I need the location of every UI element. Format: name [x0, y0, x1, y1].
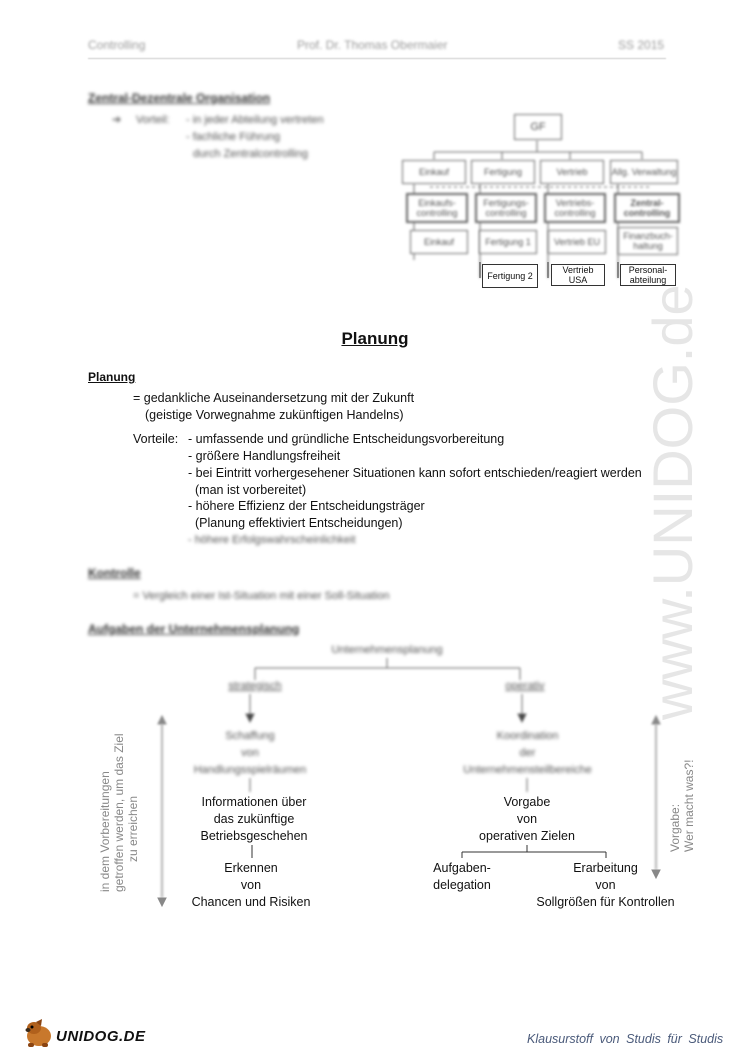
right-info: Vorgabe von operativen Zielen [457, 794, 597, 845]
org-box-einkauf: Einkauf [402, 160, 466, 184]
zentral-line-2: - fachliche Führung [186, 131, 281, 143]
right-info-line-2: von [516, 812, 538, 826]
planung-title: Planung [88, 370, 136, 384]
aufgaben-title: Aufgaben der Unternehmensplanung [88, 622, 300, 636]
org-box-verwaltung: Allg. Verwaltung [610, 160, 678, 184]
right-result-left-line-2: delegation [433, 878, 491, 892]
left-result-line-3: Chancen und Risiken [191, 895, 311, 909]
header-rule [88, 58, 666, 59]
vorteil-item-2: - größere Handlungsfreiheit [188, 449, 341, 463]
org-box-gf: GF [514, 114, 562, 140]
org-box-finanzbuchhaltung: Finanzbuch-haltung [618, 227, 678, 255]
right-info-line-1: Vorgabe [503, 795, 551, 809]
planung-def-1: = gedankliche Auseinandersetzung mit der… [133, 391, 415, 405]
vorteil-item-1: - umfassende und gründliche Entscheidung… [188, 432, 505, 446]
org-box-vertrieb: Vertrieb [540, 160, 604, 184]
left-info-line-3: Betriebsgeschehen [200, 829, 308, 843]
zentral-title: Zentral-Dezentrale Organisation [88, 91, 271, 105]
org-box-fertigung: Fertigung [471, 160, 535, 184]
vorteil-item-3b: (man ist vorbereitet) [195, 483, 307, 497]
org-box-zentralcontrolling: Zentral-controlling [614, 193, 680, 223]
header-center: Prof. Dr. Thomas Obermaier [297, 38, 448, 52]
aufgaben-root: Unternehmensplanung [331, 644, 443, 656]
header-right: SS 2015 [618, 38, 665, 52]
left-info: Informationen über das zukünftige Betrie… [174, 794, 334, 845]
vorteil-item-4b: (Planung effektiviert Entscheidungen) [195, 516, 403, 530]
left-box-line-3: Handlungsspielräumen [193, 764, 307, 776]
org-box-einkauf-2: Einkauf [410, 230, 468, 254]
left-result-line-1: Erkennen [224, 861, 278, 875]
right-vertical-line-2: Wer macht was?! [682, 759, 696, 852]
kontrolle-title: Kontrolle [88, 566, 141, 580]
dog-logo-icon [22, 1015, 56, 1049]
zentral-bullet: ➔ [112, 114, 122, 126]
zentral-line-3: durch Zentralcontrolling [193, 148, 308, 160]
org-box-personalabteilung: Personal-abteilung [620, 264, 676, 286]
right-result-right-line-3: Sollgrößen für Kontrollen [536, 895, 675, 909]
right-box: Koordination der Unternehmensteilbereich… [440, 728, 615, 779]
right-info-line-3: operativen Zielen [479, 829, 575, 843]
org-box-vertrieb-usa: Vertrieb USA [551, 264, 605, 286]
vorteil-item-5: - höhere Erfolgswahrscheinlichkeit [188, 534, 356, 546]
page-title: Planung [341, 329, 409, 348]
footer-tagline: Klausurstoff von Studis für Studis [527, 1032, 724, 1046]
org-box-fertigungscontrolling: Fertigungs-controlling [475, 193, 537, 223]
left-vertical-line-1: in dem Vorbereitungen [98, 771, 112, 892]
header-left: Controlling [88, 38, 146, 52]
right-vertical-text: Vorgabe: Wer macht was?! [668, 760, 696, 852]
branch-operativ: operativ [505, 680, 545, 692]
zentral-vorteil-label: Vorteil: [136, 114, 170, 126]
right-result-left-line-1: Aufgaben- [433, 861, 491, 875]
kontrolle-def: = Vergleich einer Ist-Situation mit eine… [133, 590, 390, 602]
left-info-line-1: Informationen über [201, 795, 307, 809]
left-info-line-2: das zukünftige [213, 812, 295, 826]
right-vertical-line-1: Vorgabe: [668, 803, 682, 852]
org-box-einkaufscontrolling: Einkaufs-controlling [406, 193, 468, 223]
left-result: Erkennen von Chancen und Risiken [176, 860, 326, 911]
org-box-fertigung-1: Fertigung 1 [479, 230, 537, 254]
org-box-fertigung-2: Fertigung 2 [482, 264, 538, 288]
vorteile-label: Vorteile: [133, 432, 179, 446]
left-box-line-1: Schaffung [225, 730, 275, 742]
zentral-line-1: - in jeder Abteilung vertreten [186, 114, 324, 126]
right-result-right-line-2: von [595, 878, 616, 892]
footer-logo: UNIDOG.DE [56, 1028, 146, 1045]
right-box-line-1: Koordination [496, 730, 559, 742]
right-box-line-2: der [519, 747, 536, 759]
branch-strategisch: strategisch [228, 680, 282, 692]
left-vertical-line-3: zu erreichen [126, 795, 140, 862]
right-result-right-line-1: Erarbeitung [573, 861, 638, 875]
vorteil-item-3: - bei Eintritt vorhergesehener Situation… [188, 466, 642, 480]
left-result-line-2: von [240, 878, 262, 892]
right-result-left: Aufgaben- delegation [417, 860, 507, 894]
left-vertical-line-2: getroffen werden, um das Ziel [112, 733, 126, 892]
org-box-vertriebscontrolling: Vertriebs-controlling [544, 193, 606, 223]
left-box: Schaffung von Handlungsspielräumen [175, 728, 325, 779]
left-vertical-text: in dem Vorbereitungen getroffen werden, … [98, 733, 140, 892]
left-box-line-2: von [241, 747, 259, 759]
right-result-right: Erarbeitung von Sollgrößen für Kontrolle… [528, 860, 683, 911]
vorteil-item-4: - höhere Effizienz der Entscheidungsträg… [188, 499, 425, 513]
planung-def-2: (geistige Vorwegnahme zukünftigen Handel… [145, 408, 404, 422]
right-box-line-3: Unternehmensteilbereiche [463, 764, 592, 776]
org-box-vertrieb-eu: Vertrieb EU [548, 230, 606, 254]
